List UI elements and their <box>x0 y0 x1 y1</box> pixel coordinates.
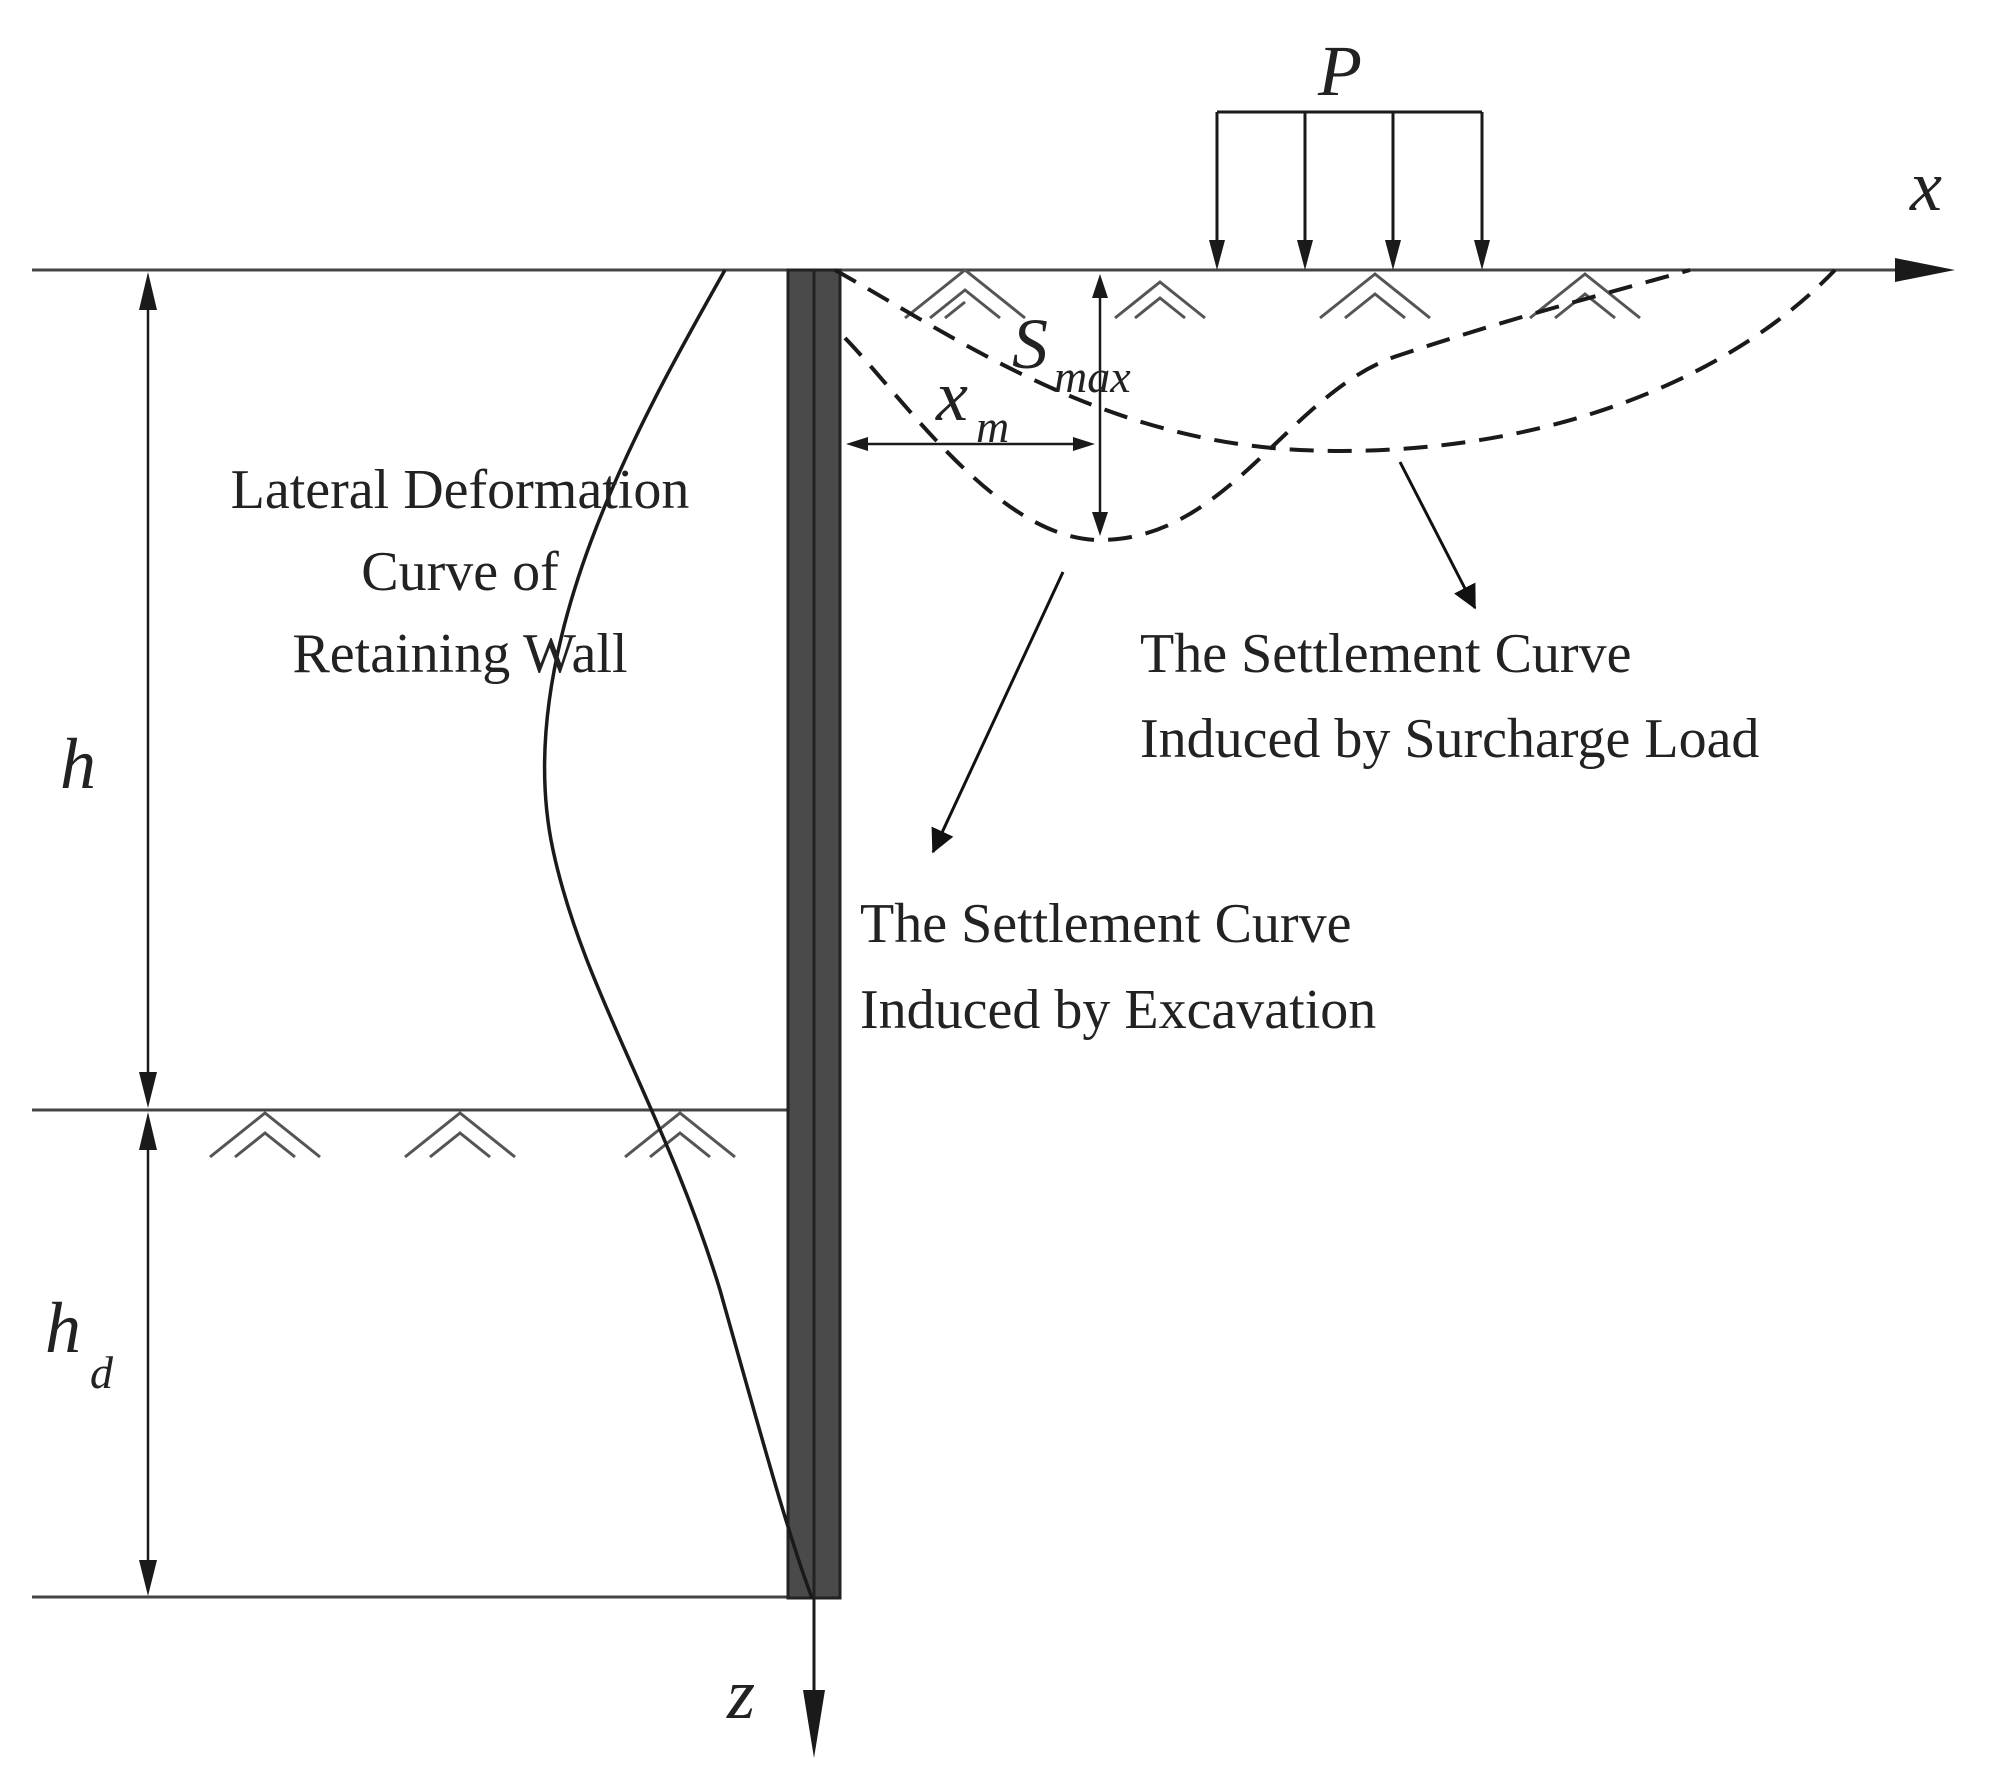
surcharge-curve-label-line-2: Induced by Surcharge Load <box>1140 708 1759 770</box>
surcharge-load-arrows <box>1209 110 1490 270</box>
x-axis-arrowhead <box>1895 258 1955 282</box>
wall-curve-label-line-1: Lateral Deformation <box>231 459 690 521</box>
ground-hatch-surface <box>904 268 1641 320</box>
z-axis-arrowhead <box>803 1690 825 1758</box>
surcharge-settlement-curve <box>834 268 1837 453</box>
x-m-subscript: m <box>976 401 1009 452</box>
excavation-label-pointer <box>931 571 1065 854</box>
wall-curve-label-line-2: Curve of <box>361 541 559 603</box>
s-max-subscript: max <box>1054 351 1131 402</box>
wall-curve-label-line-3: Retaining Wall <box>292 623 627 685</box>
lateral-deformation-curve <box>542 269 814 1599</box>
wall-curve-label: Lateral Deformation Curve of Retaining W… <box>231 459 690 685</box>
z-axis-label: z <box>726 1654 755 1734</box>
h-dimension <box>139 272 157 1108</box>
hd-subscript: d <box>90 1347 114 1398</box>
h-symbol: h <box>60 724 96 804</box>
excavation-curve-label-line-1: The Settlement Curve <box>860 893 1351 955</box>
ground-hatch-excavation <box>209 1111 736 1159</box>
hd-symbol: h <box>45 1288 81 1368</box>
x-m-dimension <box>846 437 1095 451</box>
surcharge-curve-label-line-1: The Settlement Curve <box>1140 623 1631 685</box>
excavation-settlement-curve <box>843 268 1691 543</box>
excavation-curve-label: The Settlement Curve Induced by Excavati… <box>860 893 1376 1041</box>
x-m-symbol: x <box>935 356 968 436</box>
s-max-dimension <box>1092 274 1108 536</box>
hd-dimension <box>139 1112 157 1596</box>
load-symbol: P <box>1317 31 1362 111</box>
s-max-symbol: S <box>1012 304 1048 384</box>
surcharge-curve-label: The Settlement Curve Induced by Surcharg… <box>1140 623 1759 770</box>
excavation-curve-label-line-2: Induced by Excavation <box>860 979 1376 1041</box>
surcharge-label-pointer <box>1398 461 1477 610</box>
x-axis-label: x <box>1909 146 1942 226</box>
